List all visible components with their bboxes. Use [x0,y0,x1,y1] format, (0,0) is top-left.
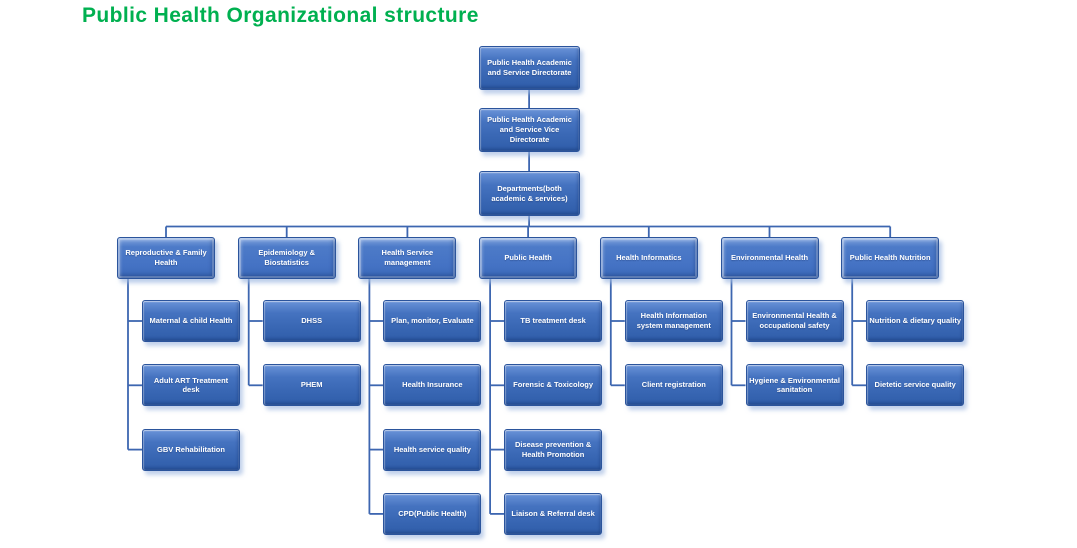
org-node-label: Health Service management [381,248,434,267]
org-node-label: Epidemiology & Biostatistics [258,248,316,267]
org-node-forensic-toxicology: Forensic & Toxicology [504,364,603,407]
org-node-dhss: DHSS [262,300,361,342]
org-node-label: Departments(both academic & services) [491,183,568,203]
org-node-label: Public Health Nutrition [849,253,931,263]
org-node-cpd-public-health: CPD(Public Health) [383,492,482,535]
org-node-label: Environmental Health & occupational safe… [752,311,837,330]
org-node-label: Environmental Health [730,253,809,263]
org-node-client-registration: Client registration [624,364,723,407]
org-node-maternal-child-health: Maternal & child Health [142,300,240,342]
org-node-label: Hygiene & Environmental sanitation [749,375,840,395]
org-node-health-service-management: Health Service management [358,237,457,279]
org-node-dietetic-service-quality: Dietetic service quality [866,364,965,407]
org-node-label: Nutrition & dietary quality [869,316,962,326]
org-node-label: TB treatment desk [520,316,586,326]
org-node-health-insurance: Health Insurance [383,364,482,407]
org-node-label: Disease prevention & Health Promotion [514,439,592,459]
org-node-plan-monitor-evaluate: Plan, monitor, Evaluate [383,300,482,342]
org-node-departments-both-academic-services: Departments(both academic & services) [479,171,580,216]
page-title: Public Health Organizational structure [82,4,479,27]
org-node-label: Health Information system management [636,311,711,330]
org-node-label: Health Informatics [616,253,682,263]
org-node-environmental-health-occupational-safety: Environmental Health & occupational safe… [745,300,844,342]
org-node-label: Health service quality [393,444,471,454]
org-node-label: Adult ART Treatment desk [153,375,229,395]
org-node-label: Plan, monitor, Evaluate [391,316,474,326]
org-node-nutrition-dietary-quality: Nutrition & dietary quality [866,300,965,342]
org-node-health-information-system-management: Health Information system management [624,300,723,342]
org-node-label: PHEM [300,380,323,390]
org-node-label: Public Health Academic and Service Direc… [487,58,572,77]
org-node-health-informatics: Health Informatics [599,237,698,279]
org-node-label: GBV Rehabilitation [157,444,225,454]
org-node-label: CPD(Public Health) [398,509,467,519]
org-node-liaison-referral-desk: Liaison & Referral desk [504,492,603,535]
org-node-tb-treatment-desk: TB treatment desk [504,300,603,342]
org-node-hygiene-environmental-sanitation: Hygiene & Environmental sanitation [745,364,844,407]
org-node-environmental-health: Environmental Health [720,237,819,279]
org-node-label: DHSS [301,316,323,326]
org-node-public-health-nutrition: Public Health Nutrition [841,237,940,279]
org-node-public-health-academic-and-service-directorate: Public Health Academic and Service Direc… [479,46,580,90]
org-node-label: Forensic & Toxicology [513,380,594,390]
org-node-adult-art-treatment-desk: Adult ART Treatment desk [142,364,240,407]
org-node-gbv-rehabilitation: GBV Rehabilitation [142,428,240,471]
org-node-public-health: Public Health [479,237,578,279]
org-node-epidemiology-biostatistics: Epidemiology & Biostatistics [237,237,336,279]
org-node-label: Health Insurance [402,380,463,390]
org-node-label: Reproductive & Family Health [125,248,207,267]
org-node-disease-prevention-health-promotion: Disease prevention & Health Promotion [504,428,603,471]
org-node-label: Public Health Academic and Service Vice … [487,115,572,144]
org-node-label: Dietetic service quality [874,380,956,390]
org-node-phem: PHEM [262,364,361,407]
org-node-health-service-quality: Health service quality [383,428,482,471]
org-node-label: Maternal & child Health [149,316,233,326]
org-node-public-health-academic-and-service-vice-directorate: Public Health Academic and Service Vice … [479,108,580,152]
org-node-reproductive-family-health: Reproductive & Family Health [117,237,215,279]
org-node-label: Client registration [641,380,706,390]
org-node-label: Public Health [504,253,552,263]
org-node-label: Liaison & Referral desk [511,509,595,519]
